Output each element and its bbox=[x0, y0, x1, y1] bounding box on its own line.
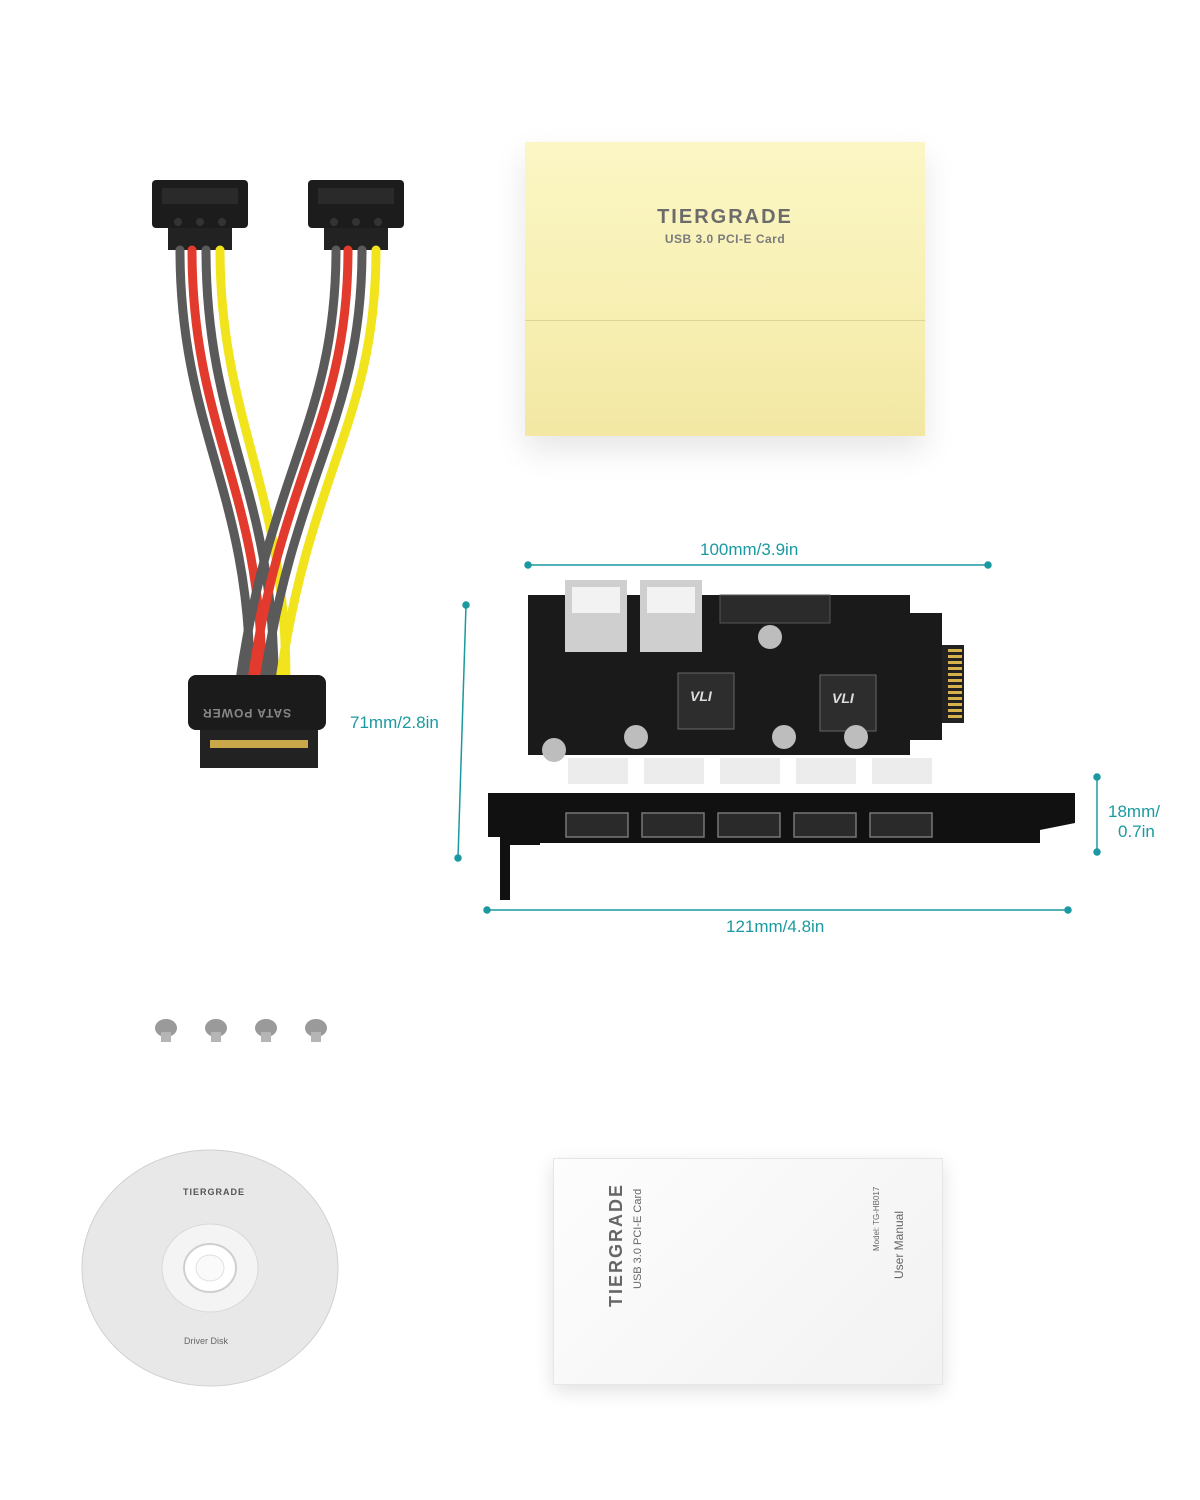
vli-chip-label-1: VLI bbox=[690, 688, 712, 704]
sata-female-connector-right bbox=[308, 180, 404, 250]
sata-male-connector bbox=[188, 675, 326, 768]
pcie-usb-card bbox=[488, 580, 1075, 900]
dim-label-bracket-height-1: 18mm/ bbox=[1108, 802, 1160, 821]
vli-chip-label-2: VLI bbox=[832, 690, 854, 706]
box-brand-logo: TIERGRADE bbox=[657, 206, 793, 228]
pcie-gold-fingers bbox=[942, 645, 964, 723]
external-usb-port-4 bbox=[793, 812, 857, 838]
dim-label-bracket-width: 121mm/4.8in bbox=[726, 917, 825, 936]
box-lid-divider bbox=[525, 320, 925, 321]
vli-chip-2 bbox=[819, 674, 877, 732]
manual-title: User Manual bbox=[892, 1210, 906, 1279]
external-usb-port-2 bbox=[641, 812, 705, 838]
external-usb-port-1 bbox=[565, 812, 629, 838]
dim-label-height: 71mm/2.8in bbox=[350, 713, 439, 732]
screw-2 bbox=[205, 1019, 227, 1042]
product-box: TIERGRADE USB 3.0 PCI-E Card bbox=[525, 142, 925, 436]
external-usb-port-5 bbox=[869, 812, 933, 838]
cd-driver-disk-label: Driver Disk bbox=[184, 1336, 228, 1346]
screw-4 bbox=[305, 1019, 327, 1042]
dim-label-bracket-height-2: 0.7in bbox=[1118, 822, 1155, 841]
cable-wires bbox=[175, 245, 381, 685]
screw-3 bbox=[255, 1019, 277, 1042]
cd-brand-logo: TIERGRADE bbox=[183, 1187, 246, 1197]
user-manual: TIERGRADE USB 3.0 PCI-E Card Model: TG-H… bbox=[553, 1158, 943, 1385]
screw-1 bbox=[155, 1019, 177, 1042]
screws bbox=[155, 1019, 327, 1042]
pcie-bracket bbox=[488, 793, 1075, 900]
sata-female-connector-left bbox=[152, 180, 248, 250]
driver-cd bbox=[81, 1149, 339, 1387]
external-usb-port-3 bbox=[717, 812, 781, 838]
internal-usb-port-2 bbox=[640, 580, 702, 652]
manual-model: Model: TG-HB017 bbox=[872, 1186, 881, 1251]
vli-chip-1 bbox=[677, 672, 735, 730]
board-sata-socket bbox=[719, 594, 831, 624]
box-subtitle: USB 3.0 PCI-E Card bbox=[664, 232, 786, 246]
dim-label-top-width: 100mm/3.9in bbox=[700, 540, 799, 559]
dim-line-left bbox=[457, 604, 467, 859]
sata-y-cable bbox=[152, 180, 404, 768]
manual-product: USB 3.0 PCI-E Card bbox=[632, 1188, 644, 1289]
manual-brand: TIERGRADE bbox=[606, 1182, 626, 1307]
internal-usb-port-1 bbox=[565, 580, 627, 652]
